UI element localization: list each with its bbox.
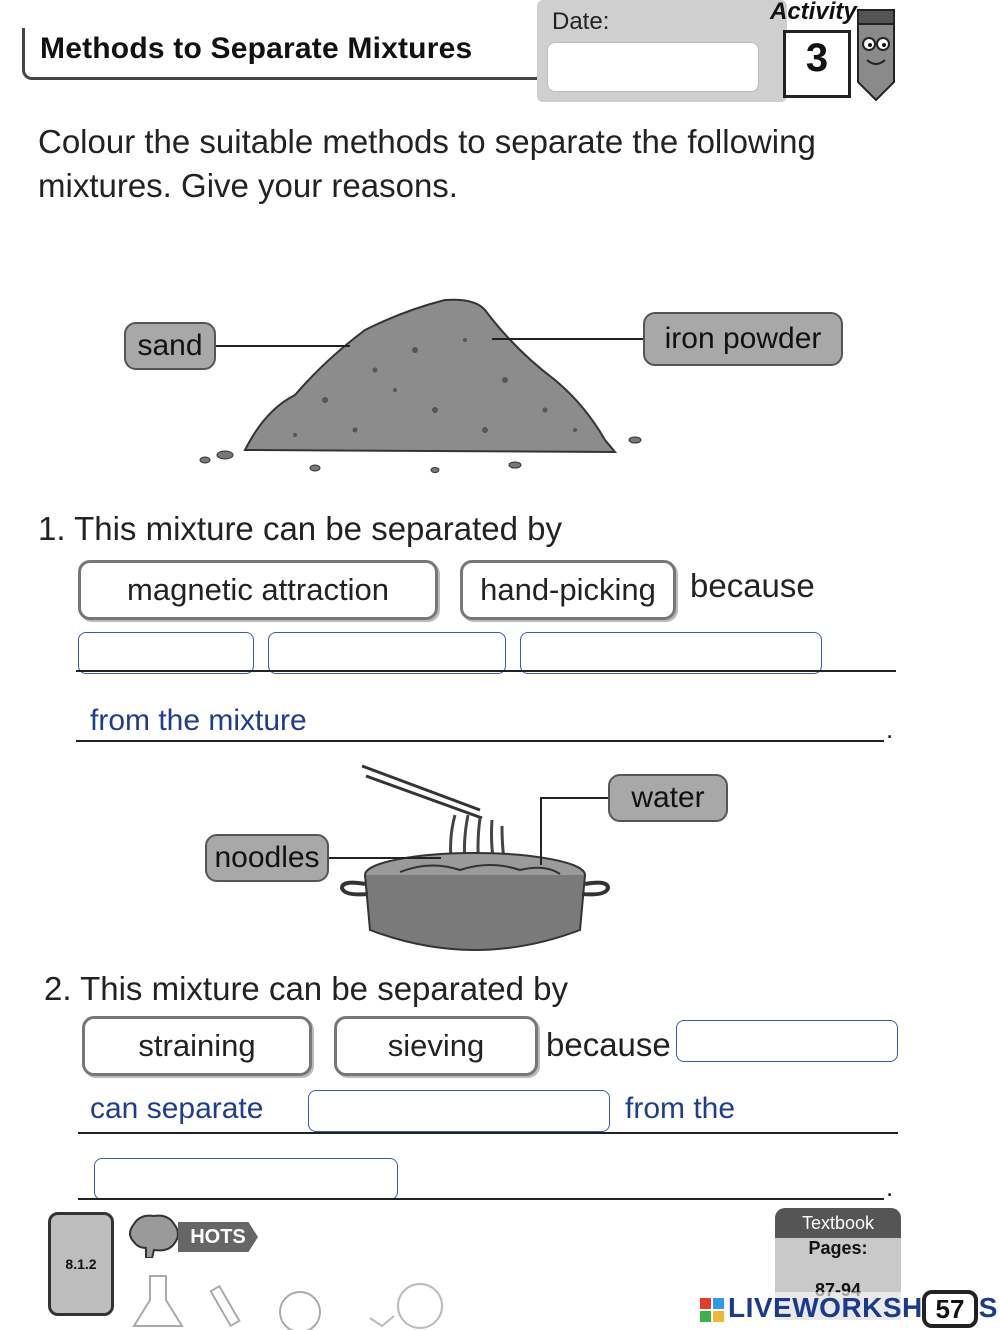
label-sand: sand xyxy=(124,322,216,370)
label-iron-powder: iron powder xyxy=(643,312,843,366)
brain-icon xyxy=(129,1214,179,1258)
date-label: Date: xyxy=(552,8,610,35)
q1-blank-3[interactable] xyxy=(520,632,822,674)
end-period: . xyxy=(886,1172,894,1202)
q2-blank-1[interactable] xyxy=(676,1020,898,1062)
option-straining[interactable]: straining xyxy=(82,1016,312,1076)
textbook-pages-label: Pages: xyxy=(808,1238,868,1258)
activity-number: 3 xyxy=(805,36,829,80)
writing-line xyxy=(78,1132,898,1134)
hots-badge: HOTS xyxy=(178,1222,258,1252)
noodles-connector-line xyxy=(329,857,441,859)
writing-line xyxy=(78,1198,884,1200)
lab-equipment-decoration xyxy=(132,1275,443,1330)
textbook-title: Textbook xyxy=(775,1208,901,1238)
q1-completion-text: from the mixture xyxy=(90,704,307,737)
activity-label: Activity xyxy=(770,0,857,25)
water-connector-vertical xyxy=(540,797,542,865)
page-title: Methods to Separate Mixtures xyxy=(40,32,473,65)
q1-blank-1[interactable] xyxy=(78,632,254,674)
page-number: 57 xyxy=(922,1290,978,1328)
noodle-pot-illustration xyxy=(339,764,611,951)
label-noodles: noodles xyxy=(205,834,329,882)
water-connector-line xyxy=(540,797,608,799)
q1-blank-2[interactable] xyxy=(268,632,506,674)
q2-can-separate-text: can separate xyxy=(90,1092,264,1125)
option-sieving[interactable]: sieving xyxy=(334,1016,538,1076)
iron-connector-line xyxy=(492,338,643,340)
pencil-mascot-icon xyxy=(857,9,895,102)
sand-iron-pile-illustration xyxy=(199,298,642,473)
option-hand-picking[interactable]: hand-picking xyxy=(460,560,676,620)
question1-prompt: 1. This mixture can be separated by xyxy=(38,510,563,547)
liveworksheets-logo-icon xyxy=(700,1298,724,1322)
because-label: because xyxy=(690,567,815,604)
label-water: water xyxy=(608,774,728,822)
option-magnetic-attraction[interactable]: magnetic attraction xyxy=(78,560,438,620)
question2-prompt: 2. This mixture can be separated by xyxy=(44,970,569,1007)
date-input[interactable] xyxy=(547,42,759,92)
q2-blank-3[interactable] xyxy=(94,1158,398,1200)
instructions: Colour the suitable methods to separate … xyxy=(38,123,816,204)
title-bar xyxy=(22,28,537,80)
writing-line xyxy=(76,670,896,672)
sand-connector-line xyxy=(216,345,350,347)
activity-number-box xyxy=(783,30,851,98)
because-label: because xyxy=(546,1026,671,1063)
q2-from-the-text: from the xyxy=(625,1092,736,1125)
curriculum-code-badge: 8.1.2 xyxy=(48,1212,114,1316)
q2-blank-2[interactable] xyxy=(308,1090,610,1132)
end-period: . xyxy=(886,714,894,744)
writing-line xyxy=(76,740,884,742)
